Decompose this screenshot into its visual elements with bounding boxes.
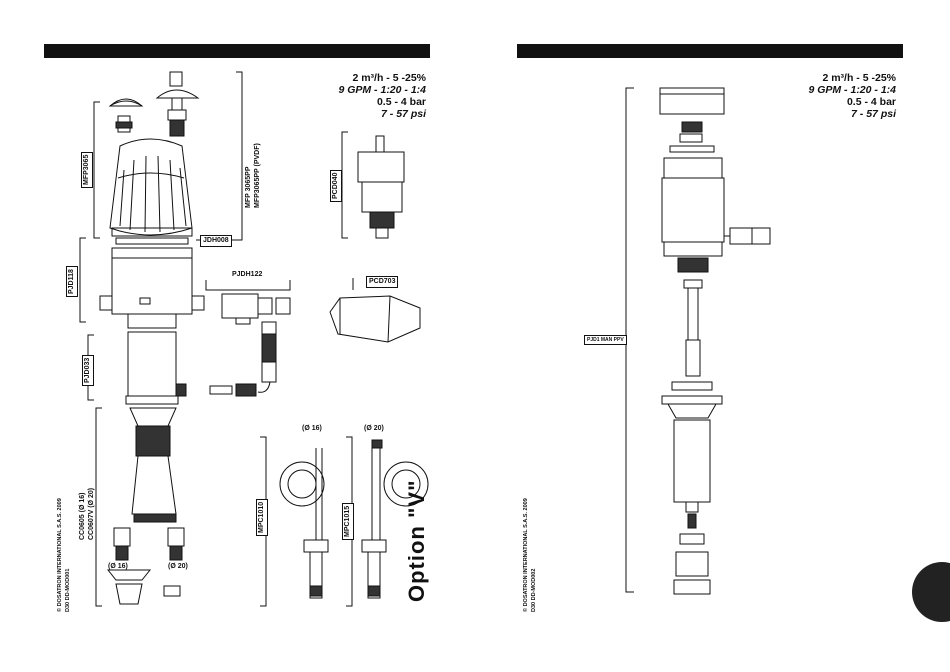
right-copyright-text: © DOSATRON INTERNATIONAL S.A.S. 2009 D30… [523,498,537,612]
label-pjdh122: PJDH122 [232,271,263,278]
spec-psi-r: 7 - 57 psi [851,108,896,120]
label-pcd040: PCD040 [330,169,342,202]
spec-bar-r: 0.5 - 4 bar [846,96,896,108]
label-kit: PJD1 MAN PPV [584,335,627,345]
left-copyright: © DOSATRON INTERNATIONAL S.A.S. 2009 D30… [56,498,72,612]
diameter-16-coil: (Ø 16) [302,425,322,432]
right-header-bar [517,44,903,58]
label-mpc1010: MPC1010 [256,498,268,536]
spec-gpm: 9 GPM - 1:20 - 1:4 [338,84,426,96]
label-pjd118: PJD118 [66,266,78,297]
spec-gpm-r: 9 GPM - 1:20 - 1:4 [808,84,896,96]
label-cc-fittings: CC0605 (Ø 16) CC0607V (Ø 20) [78,488,96,540]
spec-flow: 2 m³/h - 5 -25% [352,72,426,84]
label-mpc1015: MPC1015 [342,502,354,540]
label-cc-text: CC0605 (Ø 16) CC0607V (Ø 20) [79,487,95,540]
diameter-16-bottom: (Ø 16) [108,563,128,570]
right-specs: 2 m³/h - 5 -25% 9 GPM - 1:20 - 1:4 0.5 -… [770,72,896,120]
diameter-20-bottom: (Ø 20) [168,563,188,570]
label-pcd703: PCD703 [366,276,399,288]
label-mfp-pvdf-text: MFP 3065PP MFP3065PP (PVDF) [245,143,261,208]
label-mfp-pvdf: MFP 3065PP MFP3065PP (PVDF) [244,143,262,208]
spec-flow-r: 2 m³/h - 5 -25% [822,72,896,84]
label-mfp3065: MFP3065 [81,151,93,188]
spec-psi: 7 - 57 psi [381,108,426,120]
label-pjd033: PJD033 [82,354,94,386]
right-copyright: © DOSATRON INTERNATIONAL S.A.S. 2009 D30… [522,498,538,612]
diameter-20-coil: (Ø 20) [364,425,384,432]
spec-bar: 0.5 - 4 bar [376,96,426,108]
left-specs: 2 m³/h - 5 -25% 9 GPM - 1:20 - 1:4 0.5 -… [300,72,426,120]
label-jdh008: JDH008 [200,235,232,247]
option-v-title: Option "V" [404,479,429,602]
left-header-bar [44,44,430,58]
left-copyright-text: © DOSATRON INTERNATIONAL S.A.S. 2009 D30… [57,498,71,612]
